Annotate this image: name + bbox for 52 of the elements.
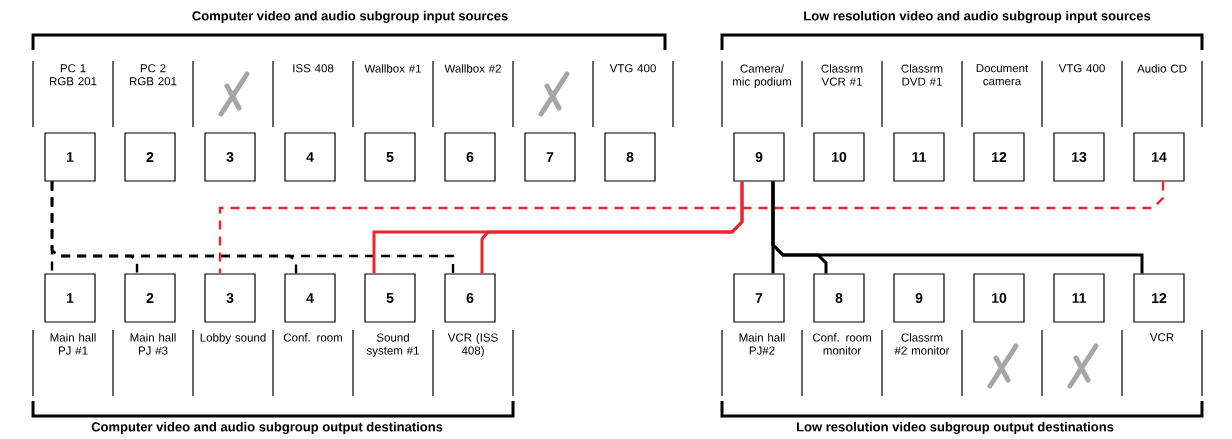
number-box: 3 <box>204 132 256 182</box>
column-label: Classrm DVD #1 <box>901 64 943 86</box>
number-box: 7 <box>524 132 576 182</box>
number-box: 4 <box>284 132 336 182</box>
column-label: ISS 408 <box>293 64 334 73</box>
column-label: Camera/ mic podium <box>733 64 791 88</box>
number-box: 12 <box>973 132 1025 182</box>
number-box: 11 <box>893 132 945 182</box>
group-heading: Computer video and audio subgroup output destinations <box>91 421 443 435</box>
number-box: 2 <box>124 132 176 182</box>
number-box: 12 <box>1133 273 1185 323</box>
column-label: Main hall PJ #3 <box>130 333 176 355</box>
group-heading: Low resolution video subgroup output destinations <box>797 421 1114 435</box>
number-box: 11 <box>1053 273 1105 323</box>
number-box: 9 <box>893 273 945 323</box>
column-label: Classrm #2 monitor <box>894 333 950 355</box>
number-box: 4 <box>284 273 336 323</box>
group-heading: Low resolution video and audio subgroup input sources <box>804 10 1151 24</box>
number-box: 14 <box>1133 132 1185 182</box>
column-label: Audio CD <box>1137 64 1187 73</box>
number-box: 3 <box>204 273 256 323</box>
column-label: Wallbox #2 <box>444 64 501 73</box>
column-label: Conf. room monitor <box>812 333 871 355</box>
column-label: Sound system #1 <box>366 333 419 357</box>
number-box: 9 <box>733 132 785 182</box>
column-label: Main hall PJ #1 <box>50 333 96 355</box>
number-box: 1 <box>44 132 96 182</box>
column-label: Conf. room <box>283 333 342 342</box>
number-box: 10 <box>973 273 1025 323</box>
number-box: 5 <box>364 273 416 323</box>
number-box: 2 <box>124 273 176 323</box>
column-label: Main hall PJ#2 <box>739 333 785 355</box>
column-label: Lobby sound <box>200 333 266 344</box>
number-box: 10 <box>813 132 865 182</box>
column-label: PC 1 RGB 201 <box>50 64 97 86</box>
column-label: PC 2 RGB 201 <box>130 64 177 86</box>
number-box: 1 <box>44 273 96 323</box>
column-label: Document camera <box>976 64 1029 86</box>
column-label: VTG 400 <box>609 64 656 73</box>
number-box: 8 <box>813 273 865 323</box>
group-heading: Computer video and audio subgroup input sources <box>192 10 508 24</box>
column-label: Wallbox #1 <box>364 64 421 73</box>
column-label: VCR <box>1149 333 1174 342</box>
number-box: 7 <box>733 273 785 323</box>
column-label: VCR (ISS 408) <box>447 333 498 357</box>
number-box: 6 <box>444 273 496 323</box>
number-box: 13 <box>1053 132 1105 182</box>
number-box: 6 <box>444 132 496 182</box>
number-box: 8 <box>604 132 656 182</box>
column-label: VTG 400 <box>1058 64 1105 73</box>
column-label: Classrm VCR #1 <box>821 64 863 86</box>
number-box: 5 <box>364 132 416 182</box>
